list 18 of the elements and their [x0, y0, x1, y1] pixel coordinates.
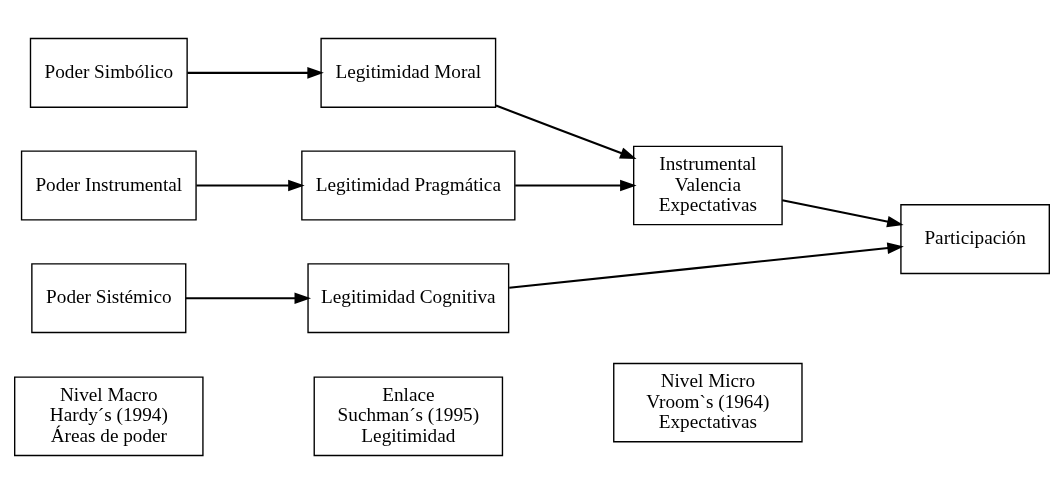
node-box: Nivel Macro Hardy´s (1994) Áreas de poder: [14, 376, 204, 456]
node-box: Legitimidad Pragmática: [301, 149, 516, 221]
arrow: [509, 241, 904, 289]
node-box: Legitimidad Moral: [320, 37, 497, 108]
node-box: Nivel Micro Vroom`s (1964) Expectativas: [613, 362, 803, 442]
node-box: Poder Sistémico: [31, 262, 187, 333]
arrow: [782, 198, 904, 227]
node-box: Enlace Suchman´s (1995) Legitimidad: [313, 376, 504, 456]
node-box: Poder Instrumental: [20, 149, 197, 221]
arrow: [495, 104, 637, 159]
node-box: Poder Simbólico: [29, 37, 188, 108]
node-box: Participación: [900, 203, 1050, 274]
arrow: [185, 291, 311, 304]
node-box: Legitimidad Cognitiva: [307, 262, 510, 333]
arrow: [187, 66, 324, 79]
node-box: Instrumental Valencia Expectativas: [633, 145, 783, 225]
arrow: [196, 179, 305, 191]
arrow: [515, 179, 637, 191]
